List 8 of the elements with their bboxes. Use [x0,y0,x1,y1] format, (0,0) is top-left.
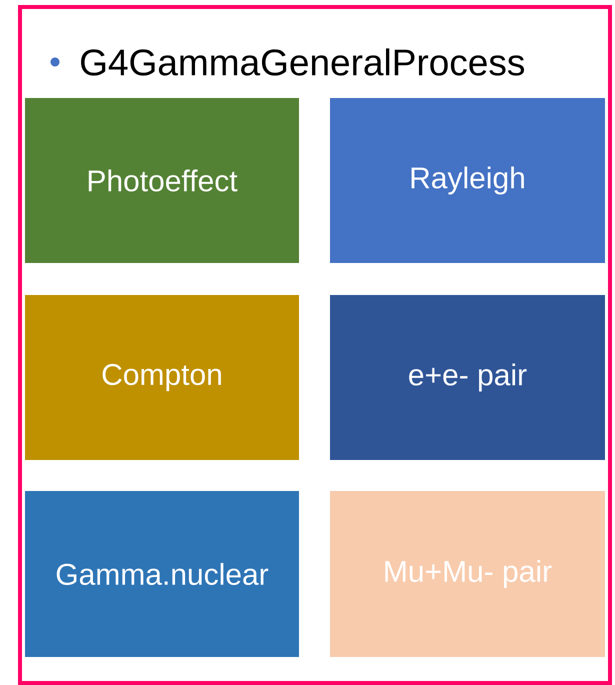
process-box: Rayleigh [330,98,605,263]
title: G4GammaGeneralProcess [81,48,524,76]
process-box: Photoeffect [25,98,299,263]
frame [18,5,612,685]
process-box: Gamma.nuclear [25,491,299,657]
process-box: e+e- pair [330,295,605,460]
process-box: Compton [25,295,299,460]
process-box: Mu+Mu- pair [330,491,605,657]
